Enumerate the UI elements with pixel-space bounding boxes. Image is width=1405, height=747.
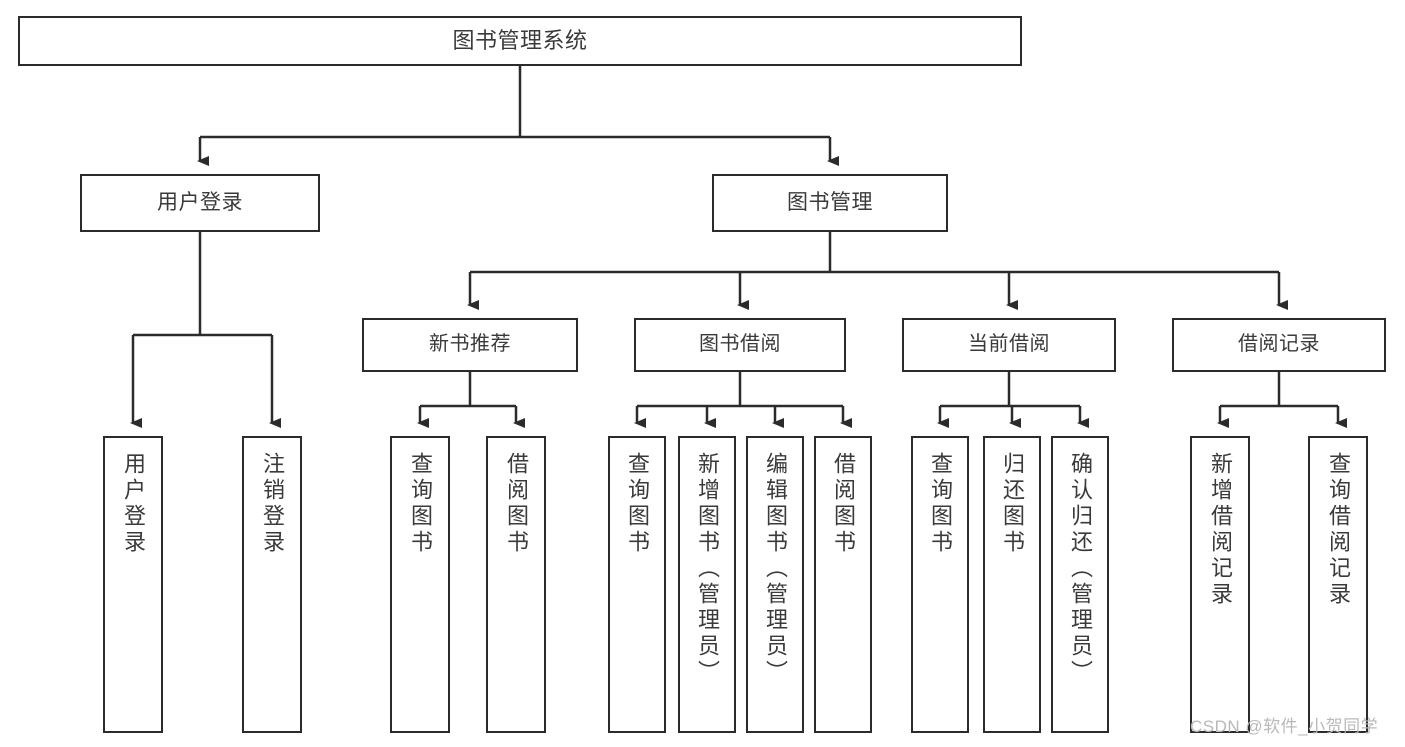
node-label: 查询图书 bbox=[408, 452, 433, 556]
node-label: 新增借阅记录 bbox=[1208, 452, 1233, 608]
node-l3-c2[interactable]: 新增图书（管理员） bbox=[678, 436, 736, 733]
node-l3-a1[interactable]: 用户登录 bbox=[103, 436, 163, 733]
node-l3-c1[interactable]: 查询图书 bbox=[608, 436, 666, 733]
node-l3-c3[interactable]: 编辑图书（管理员） bbox=[746, 436, 804, 733]
node-l3-e1[interactable]: 新增借阅记录 bbox=[1190, 436, 1250, 733]
node-l3-b1[interactable]: 查询图书 bbox=[390, 436, 450, 733]
node-label: 用户登录 bbox=[157, 190, 243, 214]
node-label: 查询图书 bbox=[625, 452, 650, 556]
node-l2-current[interactable]: 当前借阅 bbox=[902, 318, 1116, 372]
node-label: 借阅记录 bbox=[1238, 333, 1320, 356]
node-label: 借阅图书 bbox=[831, 452, 856, 556]
node-l3-a2[interactable]: 注销登录 bbox=[242, 436, 302, 733]
node-label: 注销登录 bbox=[260, 452, 285, 556]
node-l3-d3[interactable]: 确认归还（管理员） bbox=[1051, 436, 1109, 733]
node-l1-login[interactable]: 用户登录 bbox=[80, 174, 320, 232]
node-l3-d2[interactable]: 归还图书 bbox=[983, 436, 1041, 733]
node-label: 图书管理系统 bbox=[452, 28, 588, 54]
node-label: 新增图书（管理员） bbox=[695, 452, 720, 686]
node-l3-b2[interactable]: 借阅图书 bbox=[486, 436, 546, 733]
node-label: 借阅图书 bbox=[504, 452, 529, 556]
node-label: 确认归还（管理员） bbox=[1068, 452, 1093, 686]
node-label: 用户登录 bbox=[121, 452, 146, 556]
node-l1-books[interactable]: 图书管理 bbox=[712, 174, 948, 232]
node-label: 编辑图书（管理员） bbox=[763, 452, 788, 686]
node-label: 查询图书 bbox=[928, 452, 953, 556]
node-label: 新书推荐 bbox=[429, 333, 511, 356]
node-label: 当前借阅 bbox=[968, 333, 1050, 356]
node-l3-d1[interactable]: 查询图书 bbox=[911, 436, 969, 733]
node-label: 图书管理 bbox=[787, 190, 873, 214]
node-label: 图书借阅 bbox=[699, 333, 781, 356]
node-root[interactable]: 图书管理系统 bbox=[18, 16, 1022, 66]
csdn-watermark: CSDN @软件_小贺同学 bbox=[1190, 717, 1379, 736]
node-l3-e2[interactable]: 查询借阅记录 bbox=[1308, 436, 1368, 733]
node-label: 归还图书 bbox=[1000, 452, 1025, 556]
node-l2-borrow[interactable]: 图书借阅 bbox=[634, 318, 846, 372]
node-l3-c4[interactable]: 借阅图书 bbox=[814, 436, 872, 733]
node-label: 查询借阅记录 bbox=[1326, 452, 1351, 608]
node-l2-newbook[interactable]: 新书推荐 bbox=[362, 318, 578, 372]
node-l2-record[interactable]: 借阅记录 bbox=[1172, 318, 1386, 372]
